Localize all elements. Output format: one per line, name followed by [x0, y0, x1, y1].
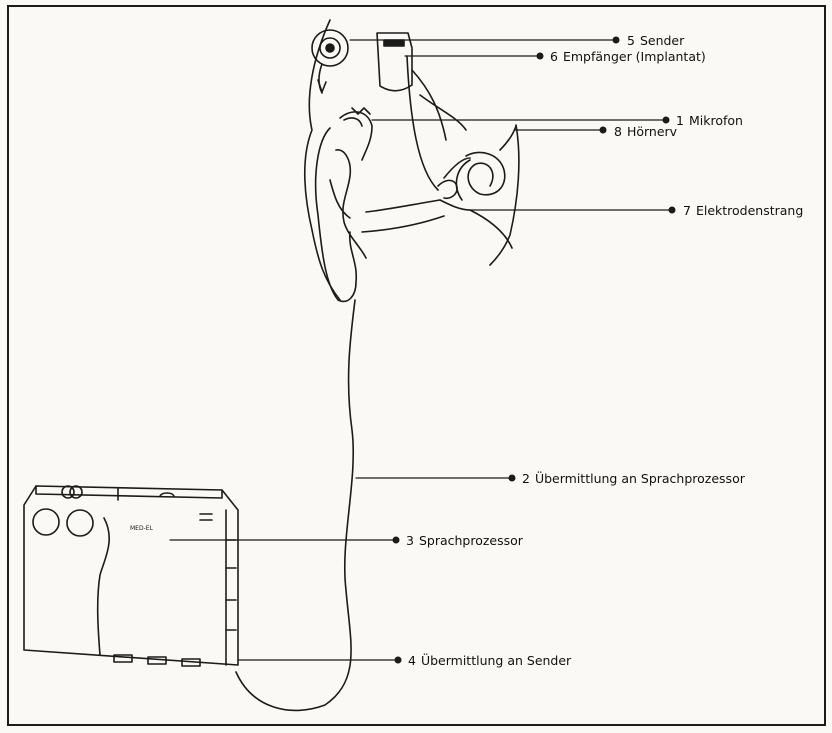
outer-ear: [316, 128, 366, 301]
speech-processor-device: [24, 486, 238, 666]
auditory-nerve: [470, 210, 512, 248]
cable-to-processor: [236, 300, 355, 710]
ear-canal: [366, 200, 440, 212]
cochlea: [438, 152, 505, 210]
sender-coil: [312, 30, 348, 93]
head-outline: [305, 20, 340, 300]
leader-lines: [170, 40, 672, 660]
device-label: MED-EL: [130, 525, 154, 532]
ear-canal: [362, 216, 444, 232]
